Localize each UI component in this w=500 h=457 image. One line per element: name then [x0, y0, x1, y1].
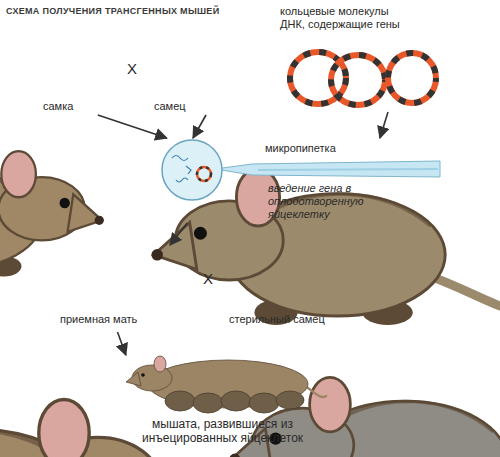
- dna-ring-strand: [388, 53, 436, 103]
- node-label: мышата, развившиеся из инъецированных яй…: [115, 417, 330, 445]
- pup: [276, 391, 304, 409]
- node-label: самец: [154, 100, 200, 113]
- micropipette-shine: [258, 169, 438, 170]
- injected-dna: [197, 167, 211, 181]
- pup: [249, 393, 279, 413]
- flow-arrow: [98, 115, 167, 138]
- chromosome: [176, 178, 188, 182]
- egg-cell: [162, 140, 222, 200]
- dna-ring: [331, 55, 385, 105]
- egg-injection-node: микропипетка введение гена в оплодотворен…: [158, 138, 450, 223]
- pup: [221, 391, 251, 411]
- chromosome: [186, 166, 191, 174]
- micropipette: [215, 161, 440, 177]
- flow-arrow: [380, 112, 388, 138]
- pup: [165, 391, 195, 411]
- sterile-male-node: стерильный самец: [225, 245, 347, 332]
- flow-arrow: [193, 115, 206, 138]
- female-mouse-node: самка: [15, 40, 105, 115]
- mouse-tail: [305, 386, 326, 397]
- pup: [193, 393, 223, 413]
- male-mouse-node: самец: [150, 35, 262, 115]
- node-label: кольцевые молекулы ДНК, содержащие гены: [280, 5, 408, 31]
- dna-ring-strand: [331, 55, 385, 105]
- diagram-title: СХЕМА ПОЛУЧЕНИЯ ТРАНСГЕННЫХ МЫШЕЙ: [6, 6, 219, 16]
- injected-dna-strand: [197, 167, 211, 181]
- pups-node: мышата, развившиеся из инъецированных яй…: [115, 355, 332, 452]
- dna-node: кольцевые молекулы ДНК, содержащие гены: [255, 4, 445, 112]
- node-label: приемная мать: [60, 313, 190, 326]
- cross-sign: X: [127, 60, 137, 77]
- mouse-ear: [154, 356, 166, 372]
- node-label: микропипетка: [265, 142, 385, 155]
- recipient-mother-node: приемная мать: [50, 245, 200, 332]
- dna-rings: [290, 52, 436, 105]
- female-mouse: [0, 151, 104, 276]
- flow-arrow: [118, 332, 126, 355]
- cross-sign: X: [203, 270, 213, 287]
- egg-membrane: [162, 140, 222, 200]
- dna-ring: [388, 53, 436, 103]
- node-label: стерильный самец: [229, 313, 345, 326]
- mother-with-pups: [126, 356, 326, 413]
- mouse-eye: [141, 373, 145, 377]
- flow-arrow: [170, 223, 187, 245]
- chromosome: [172, 156, 188, 161]
- node-label: самка: [43, 100, 101, 113]
- mouse-snout: [126, 372, 141, 386]
- node-note: введение гена в оплодотворенную яйцеклет…: [268, 182, 403, 221]
